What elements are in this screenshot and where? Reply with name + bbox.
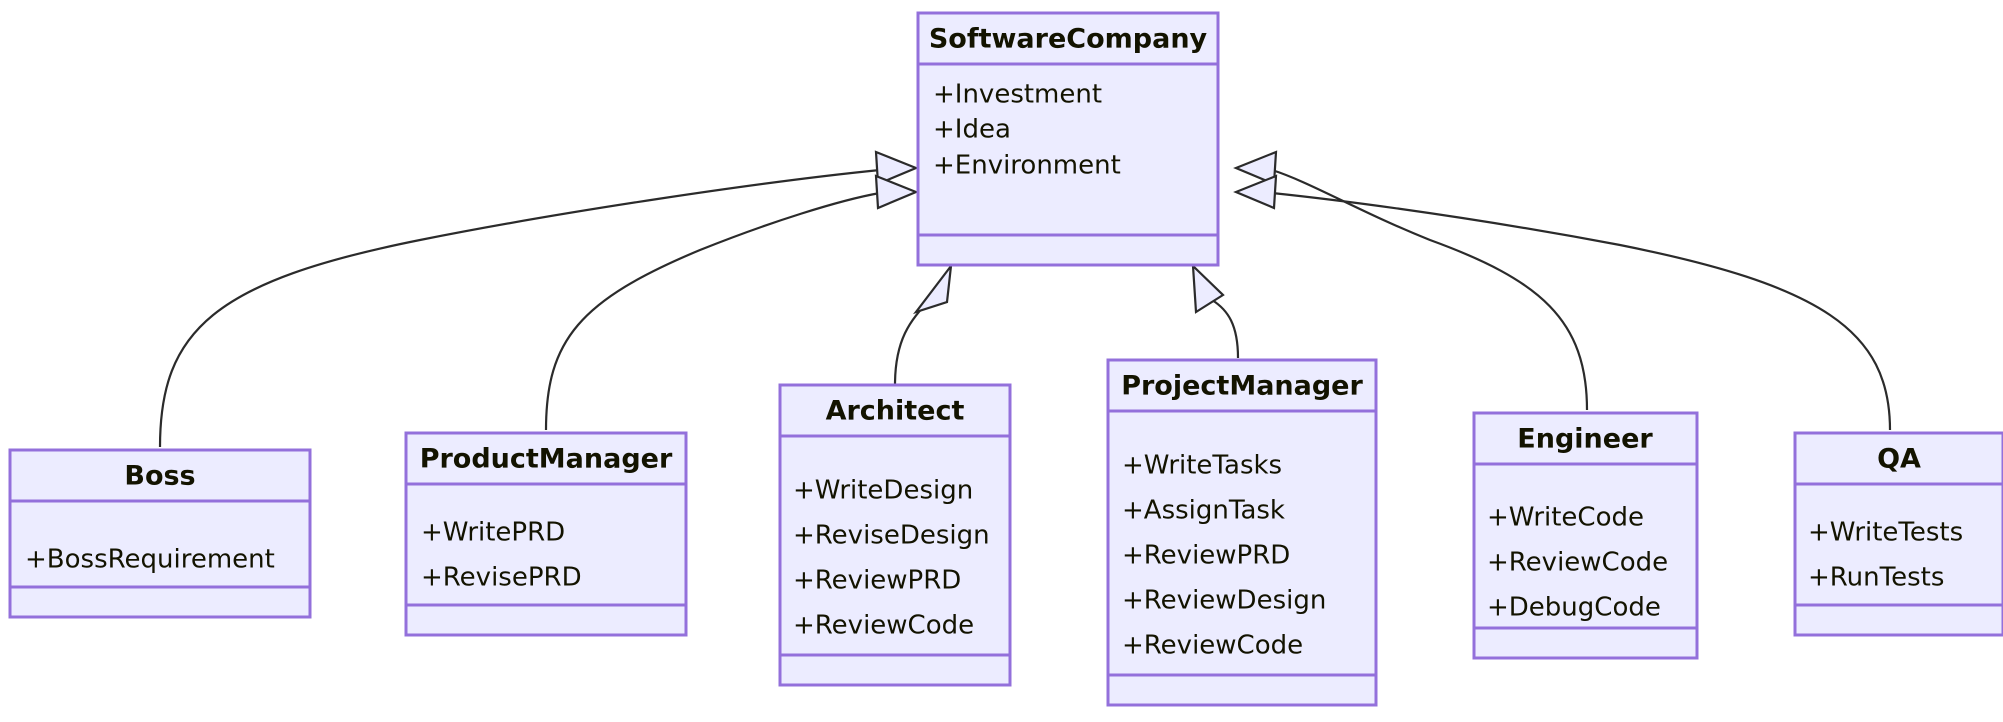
generalization-arrowhead-productmanager <box>874 174 919 210</box>
class-attribute: +Environment <box>933 151 1121 181</box>
class-attribute: +ReviewPRD <box>1122 541 1290 571</box>
generalization-arrowhead-qa <box>1233 174 1278 210</box>
edge-line-engineer <box>1271 168 1589 411</box>
class-node-productmanager[interactable]: ProductManager +WritePRD +RevisePRD <box>404 431 688 637</box>
class-title-engineer: Engineer <box>1517 424 1653 455</box>
edge-qa-to-softwarecompany <box>1233 174 1892 431</box>
class-node-projectmanager[interactable]: ProjectManager +WriteTasks +AssignTask +… <box>1106 358 1378 707</box>
edges-layer <box>158 150 1892 448</box>
class-attribute: +WriteTests <box>1808 518 1963 548</box>
edge-line-architect <box>893 299 931 386</box>
class-box-softwarecompany[interactable] <box>916 11 1220 267</box>
class-attribute: +ReviewCode <box>1122 631 1303 661</box>
class-title-projectmanager: ProjectManager <box>1121 371 1363 402</box>
class-attribute: +ReviewCode <box>793 611 974 641</box>
class-box-boss[interactable] <box>8 448 312 619</box>
class-node-boss[interactable]: Boss +BossRequirement <box>8 448 312 619</box>
class-box-qa[interactable] <box>1793 431 2003 637</box>
class-attribute: +ReviewCode <box>1487 548 1668 578</box>
edge-engineer-to-softwarecompany <box>1233 150 1589 411</box>
generalization-arrowhead-boss <box>874 150 919 186</box>
class-attribute: +Investment <box>933 80 1102 110</box>
class-attribute: +WritePRD <box>421 518 565 548</box>
class-node-engineer[interactable]: Engineer +WriteCode +ReviewCode +DebugCo… <box>1472 411 1699 660</box>
edge-boss-to-softwarecompany <box>158 150 919 448</box>
class-attribute: +ReviewPRD <box>793 566 961 596</box>
class-title-qa: QA <box>1877 444 1921 475</box>
generalization-arrowhead-architect <box>913 262 953 315</box>
edge-line-boss <box>158 168 881 448</box>
class-attribute: +AssignTask <box>1122 496 1285 526</box>
edge-line-qa <box>1271 191 1892 431</box>
class-attribute: +RunTests <box>1808 563 1944 593</box>
edge-line-productmanager <box>544 191 881 431</box>
class-attribute: +WriteTasks <box>1122 451 1282 481</box>
class-title-softwarecompany: SoftwareCompany <box>929 24 1208 55</box>
generalization-arrowhead-projectmanager <box>1191 263 1225 314</box>
class-attribute: +BossRequirement <box>25 545 275 575</box>
class-title-architect: Architect <box>826 396 965 427</box>
class-node-architect[interactable]: Architect +WriteDesign +ReviseDesign +Re… <box>778 383 1012 687</box>
edge-productmanager-to-softwarecompany <box>544 174 919 431</box>
class-attribute: +DebugCode <box>1487 593 1661 623</box>
class-attribute: +RevisePRD <box>421 563 582 593</box>
class-attribute: +ReviseDesign <box>793 521 990 551</box>
class-box-projectmanager[interactable] <box>1106 358 1378 707</box>
class-attribute: +WriteCode <box>1487 503 1644 533</box>
class-title-boss: Boss <box>124 461 195 492</box>
class-node-softwarecompany[interactable]: SoftwareCompany +Investment +Idea +Envir… <box>916 11 1220 267</box>
class-attribute: +WriteDesign <box>793 476 973 506</box>
class-box-engineer[interactable] <box>1472 411 1699 660</box>
class-attribute: +Idea <box>933 115 1011 145</box>
class-title-productmanager: ProductManager <box>420 444 673 475</box>
edge-architect-to-softwarecompany <box>893 262 953 386</box>
edge-projectmanager-to-softwarecompany <box>1191 263 1240 359</box>
edge-line-projectmanager <box>1211 299 1240 359</box>
class-box-productmanager[interactable] <box>404 431 688 637</box>
class-attribute: +ReviewDesign <box>1122 586 1326 616</box>
class-node-qa[interactable]: QA +WriteTests +RunTests <box>1793 431 2003 637</box>
generalization-arrowhead-engineer <box>1233 150 1278 186</box>
